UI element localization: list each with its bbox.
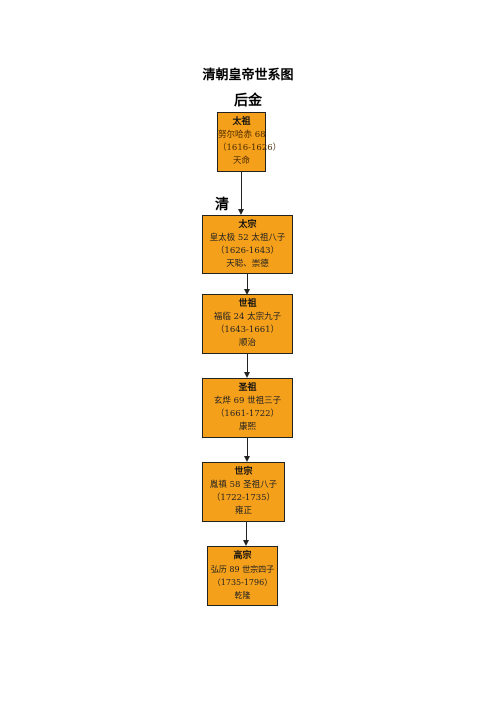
connector-line	[247, 438, 248, 457]
connector-arrow	[244, 289, 250, 295]
emperor-info: 玄烨 69 世祖三子	[213, 396, 282, 406]
emperor-reign-years: （1735-1796）	[212, 578, 273, 587]
emperor-name: 世祖	[238, 299, 257, 309]
emperor-reign-years: （1661-1722）	[215, 409, 280, 419]
emperor-era: 康熙	[238, 422, 256, 432]
emperor-info: 胤禛 58 圣祖八子	[209, 480, 278, 490]
emperor-info: 福临 24 太宗九子	[213, 312, 282, 322]
emperor-box-gaozong: 高宗 弘历 89 世宗四子 （1735-1796） 乾隆	[207, 546, 278, 606]
connector-arrow	[243, 540, 249, 546]
connector-line	[247, 274, 248, 290]
emperor-name: 高宗	[233, 551, 252, 561]
emperor-era: 天命	[232, 156, 250, 166]
emperor-reign-years: （1626-1643）	[215, 246, 280, 256]
emperor-reign-years: （1616-1626）	[218, 143, 282, 153]
emperor-name: 太祖	[232, 117, 251, 127]
connector-arrow	[244, 372, 250, 378]
emperor-era: 雍正	[234, 506, 252, 516]
emperor-info: 努尔哈赤 68	[218, 130, 266, 140]
connector-line	[246, 522, 247, 541]
emperor-box-shengzu: 圣祖 玄烨 69 世祖三子 （1661-1722） 康熙	[202, 378, 293, 438]
emperor-name: 圣祖	[238, 383, 257, 393]
emperor-name: 世宗	[234, 467, 253, 477]
emperor-box-shizong: 世宗 胤禛 58 圣祖八子 （1722-1735） 雍正	[202, 462, 285, 522]
emperor-reign-years: （1643-1661）	[215, 325, 280, 335]
connector-arrow	[238, 209, 244, 215]
connector-line	[241, 172, 242, 210]
emperor-info: 皇太极 52 太祖八子	[209, 233, 286, 243]
emperor-era: 乾隆	[234, 591, 251, 600]
emperor-era: 天聪、崇德	[226, 259, 269, 269]
emperor-era: 顺治	[238, 338, 256, 348]
diagram-title: 清朝皇帝世系图	[202, 68, 294, 83]
emperor-reign-years: （1722-1735）	[211, 493, 276, 503]
emperor-box-taizong: 太宗 皇太极 52 太祖八子 （1626-1643） 天聪、崇德	[202, 215, 293, 274]
dynasty-label-qing: 清	[215, 197, 229, 213]
emperor-box-shizu: 世祖 福临 24 太宗九子 （1643-1661） 顺治	[202, 294, 293, 354]
emperor-box-taizu: 太祖 努尔哈赤 68 （1616-1626） 天命	[217, 112, 282, 172]
connector-arrow	[244, 456, 250, 462]
connector-line	[247, 354, 248, 373]
dynasty-label-houjin: 后金	[234, 93, 262, 109]
emperor-name: 太宗	[238, 220, 257, 230]
emperor-info: 弘历 89 世宗四子	[210, 565, 275, 574]
